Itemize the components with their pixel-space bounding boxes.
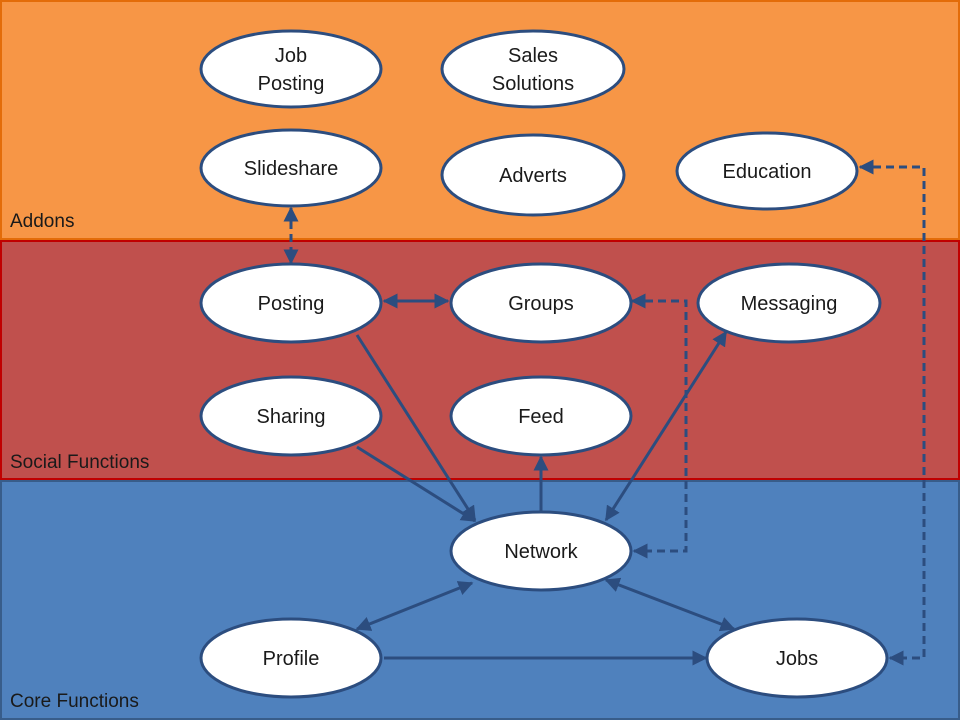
layer-label-social: Social Functions — [10, 452, 149, 473]
edge-network-to-jobs — [604, 577, 736, 632]
node-label-slideshare: Slideshare — [244, 158, 339, 180]
edge-groups-to-network — [630, 293, 688, 559]
edge-network-to-profile — [355, 581, 474, 631]
node-network: Network — [449, 510, 633, 592]
node-shape-job-posting — [199, 29, 383, 109]
node-label-sales-solutions: Solutions — [492, 73, 574, 95]
node-shape-sales-solutions — [440, 29, 626, 109]
edge-sharing-to-network — [356, 445, 477, 523]
node-messaging: Messaging — [696, 262, 882, 344]
node-education: Education — [675, 131, 859, 211]
node-jobs: Jobs — [705, 617, 889, 699]
node-label-job-posting: Job — [275, 45, 307, 67]
layer-label-core: Core Functions — [10, 691, 139, 712]
node-label-jobs: Jobs — [776, 648, 818, 670]
node-label-sharing: Sharing — [257, 406, 326, 428]
node-shape-messaging — [696, 262, 882, 344]
node-label-education: Education — [723, 161, 812, 183]
node-posting: Posting — [199, 262, 383, 344]
node-shape-adverts — [440, 133, 626, 217]
node-shape-education — [675, 131, 859, 211]
node-label-feed: Feed — [518, 406, 564, 428]
node-profile: Profile — [199, 617, 383, 699]
node-groups: Groups — [449, 262, 633, 344]
node-shape-posting — [199, 262, 383, 344]
node-shape-sharing — [199, 375, 383, 457]
node-adverts: Adverts — [440, 133, 626, 217]
node-shape-feed — [449, 375, 633, 457]
node-label-sales-solutions: Sales — [508, 45, 558, 67]
node-label-posting: Posting — [258, 293, 325, 315]
node-feed: Feed — [449, 375, 633, 457]
node-slideshare: Slideshare — [199, 128, 383, 208]
edge-posting-to-network — [355, 334, 477, 522]
connections — [283, 159, 926, 666]
layer-label-addons: Addons — [10, 211, 74, 232]
node-label-groups: Groups — [508, 293, 574, 315]
node-sharing: Sharing — [199, 375, 383, 457]
node-label-job-posting: Posting — [258, 73, 325, 95]
node-shape-jobs — [705, 617, 889, 699]
node-label-profile: Profile — [263, 648, 320, 670]
node-shape-network — [449, 510, 633, 592]
node-label-network: Network — [504, 541, 578, 563]
node-shape-profile — [199, 617, 383, 699]
node-label-messaging: Messaging — [741, 293, 838, 315]
node-shape-groups — [449, 262, 633, 344]
node-label-adverts: Adverts — [499, 165, 567, 187]
edge-education-to-jobs — [858, 159, 926, 666]
edge-network-to-messaging — [604, 330, 728, 522]
node-shape-slideshare — [199, 128, 383, 208]
